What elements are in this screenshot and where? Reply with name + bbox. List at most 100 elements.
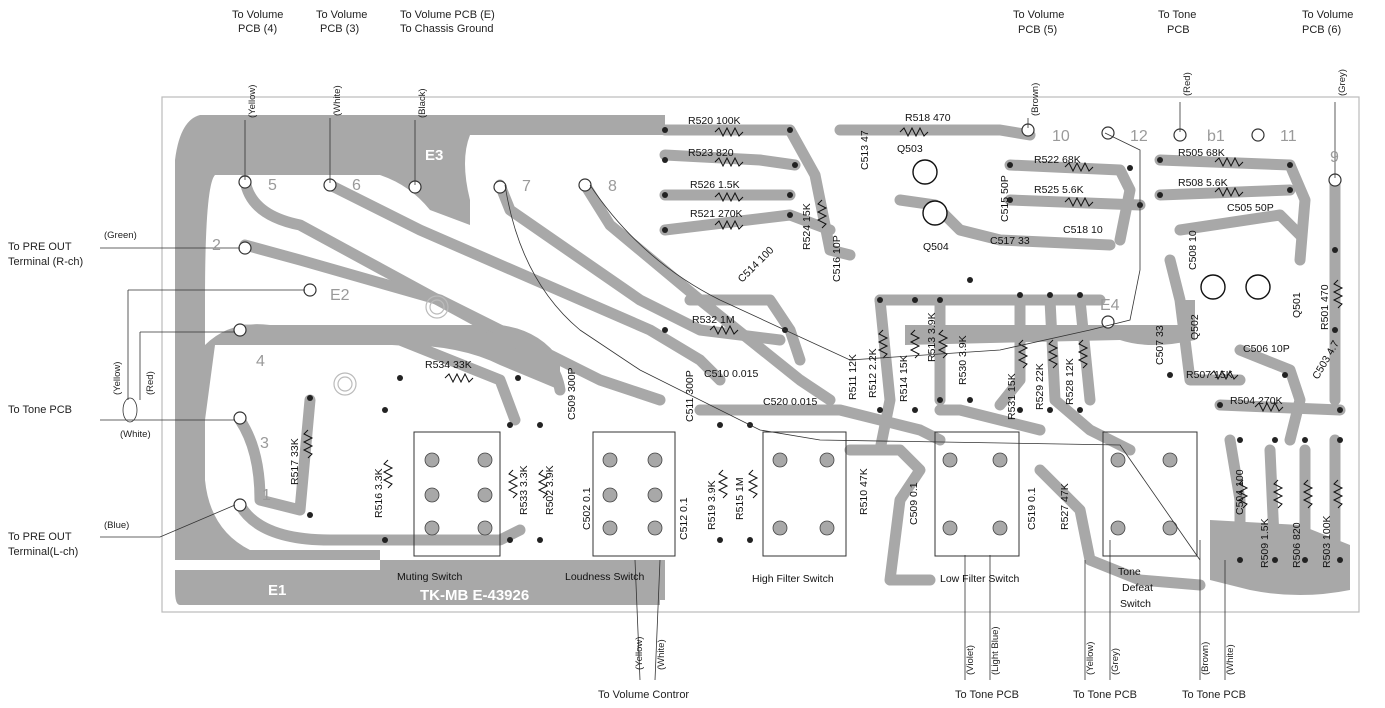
pad-5: 5 (268, 177, 277, 194)
wire-vol4: (Yellow) (247, 85, 258, 118)
wire-white-tone3: (White) (1225, 644, 1236, 675)
label-vol3-line2: PCB (3) (320, 23, 359, 35)
component-holes (307, 127, 1343, 563)
label-preout-r-line2: Terminal (R-ch) (8, 256, 83, 268)
comp-q502: Q502 (1189, 314, 1201, 340)
comp-c516: C516 10P (831, 235, 843, 282)
label-tone-defeat-2: Defeat (1122, 582, 1153, 594)
comp-r526: R526 1.5K (690, 179, 740, 191)
comp-r534: R534 33K (425, 359, 472, 371)
comp-q504: Q504 (923, 241, 949, 253)
label-vol6-line2: PCB (6) (1302, 24, 1341, 36)
label-vole-line2: To Chassis Ground (400, 23, 494, 35)
wire-yellow-bottom: (Yellow) (634, 637, 645, 670)
component-labels: R520 100K R523 820 R526 1.5K R521 270K R… (289, 112, 1342, 568)
pad-1: 1 (262, 487, 271, 504)
wire-white-left: (White) (120, 429, 151, 440)
pad-e2: E2 (330, 287, 350, 304)
label-preout-r-line1: To PRE OUT (8, 241, 72, 253)
wire-brown-tone3: (Brown) (1200, 642, 1211, 675)
label-vol4-line2: PCB (4) (238, 23, 277, 35)
comp-r518: R518 470 (905, 112, 951, 124)
wire-tone: (Red) (1182, 72, 1193, 96)
comp-c508: C508 10 (1187, 230, 1199, 270)
comp-r504: R504 270K (1230, 395, 1283, 407)
comp-c515: C515 50P (999, 175, 1011, 222)
pad-2: 2 (212, 237, 221, 254)
wire-blue: (Blue) (104, 520, 129, 531)
label-tone-pcb-3: To Tone PCB (1182, 689, 1246, 701)
comp-r505: R505 68K (1178, 147, 1225, 159)
label-tone-pcb-left: To Tone PCB (8, 404, 72, 416)
wire-yellow-tone2: (Yellow) (1085, 642, 1096, 675)
comp-r516: R516 3.3K (373, 468, 385, 518)
comp-c520: C520 0.015 (763, 396, 817, 408)
ground-plane-left (175, 115, 665, 600)
label-volume-control: To Volume Contror (598, 689, 689, 701)
comp-c509-300p: C509 300P (566, 367, 578, 420)
comp-r511: R511 12K (847, 354, 859, 400)
comp-c504: C504 100 (1234, 469, 1246, 515)
comp-r525: R525 5.6K (1034, 184, 1084, 196)
wire-vol3: (White) (332, 85, 343, 116)
pad-9: 9 (1330, 149, 1339, 166)
label-tone-line2: PCB (1167, 24, 1190, 36)
comp-r528: R528 12K (1064, 358, 1076, 405)
pad-11: 11 (1280, 128, 1297, 145)
pad-12: 12 (1130, 128, 1148, 145)
external-wires (100, 102, 1336, 681)
comp-c502: C502 0.1 (581, 487, 593, 530)
label-vol5-line2: PCB (5) (1018, 24, 1057, 36)
label-tone-pcb-1: To Tone PCB (955, 689, 1019, 701)
wire-lightblue: (Light Blue) (990, 626, 1001, 675)
pad-b1: b1 (1207, 128, 1225, 145)
pad-6: 6 (352, 177, 361, 194)
pad-numbers: 5 6 E3 7 8 2 E2 4 3 1 E1 10 12 b1 11 9 E… (212, 128, 1339, 604)
pad-8: 8 (608, 178, 617, 195)
ground-bus-bottom (175, 570, 660, 605)
wire-grey-tone2: (Grey) (1110, 648, 1121, 675)
pad-10: 10 (1052, 128, 1070, 145)
board-id: TK-MB E-43926 (420, 587, 529, 604)
comp-r501: R501 470 (1319, 284, 1331, 330)
comp-r531: R531 15K (1006, 373, 1018, 420)
top-labels: To Volume PCB (4) (Yellow) To Volume PCB… (232, 9, 1353, 118)
label-vol4-line1: To Volume (232, 9, 283, 21)
label-muting-switch: Muting Switch (397, 571, 463, 583)
label-vol6-line1: To Volume (1302, 9, 1353, 21)
label-vol5-line1: To Volume (1013, 9, 1064, 21)
pad-3: 3 (260, 435, 269, 452)
label-tone-pcb-2: To Tone PCB (1073, 689, 1137, 701)
comp-r513: R513 3.9K (926, 312, 938, 362)
comp-q501: Q501 (1291, 292, 1303, 318)
comp-r533: R533 3.3K (518, 465, 530, 515)
comp-r506: R506 820 (1291, 522, 1303, 568)
comp-c507: C507 33 (1154, 325, 1166, 365)
bottom-labels: (Yellow) (White) To Volume Contror (Viol… (598, 626, 1246, 701)
label-tone-defeat-3: Switch (1120, 598, 1151, 610)
comp-r520: R520 100K (688, 115, 741, 127)
comp-r519: R519 3.9K (706, 480, 718, 530)
comp-r502: R502 3.9K (544, 465, 556, 515)
comp-c517: C517 33 (990, 235, 1030, 247)
wire-vole: (Black) (417, 88, 428, 118)
comp-r521: R521 270K (690, 208, 743, 220)
wire-white-bottom: (White) (656, 639, 667, 670)
wire-violet: (Violet) (965, 645, 976, 675)
left-labels: (Green) To PRE OUT Terminal (R-ch) (Yell… (8, 230, 156, 558)
switch-pins (424, 452, 1178, 536)
pad-4: 4 (256, 353, 265, 370)
label-tone-defeat-1: Tone (1118, 566, 1141, 578)
transistor-symbols (912, 159, 1271, 300)
comp-r517: R517 33K (289, 438, 301, 485)
comp-c513: C513 47 (859, 130, 871, 170)
wire-vol5: (Brown) (1030, 83, 1041, 116)
comp-r523: R523 820 (688, 147, 734, 159)
ground-bus-e4 (905, 300, 1195, 345)
comp-c506: C506 10P (1243, 343, 1290, 355)
comp-r514: R514 15K (898, 355, 910, 402)
comp-r507: R507 15K (1186, 369, 1233, 381)
pad-e1: E1 (268, 582, 286, 599)
comp-c512: C512 0.1 (678, 497, 690, 540)
